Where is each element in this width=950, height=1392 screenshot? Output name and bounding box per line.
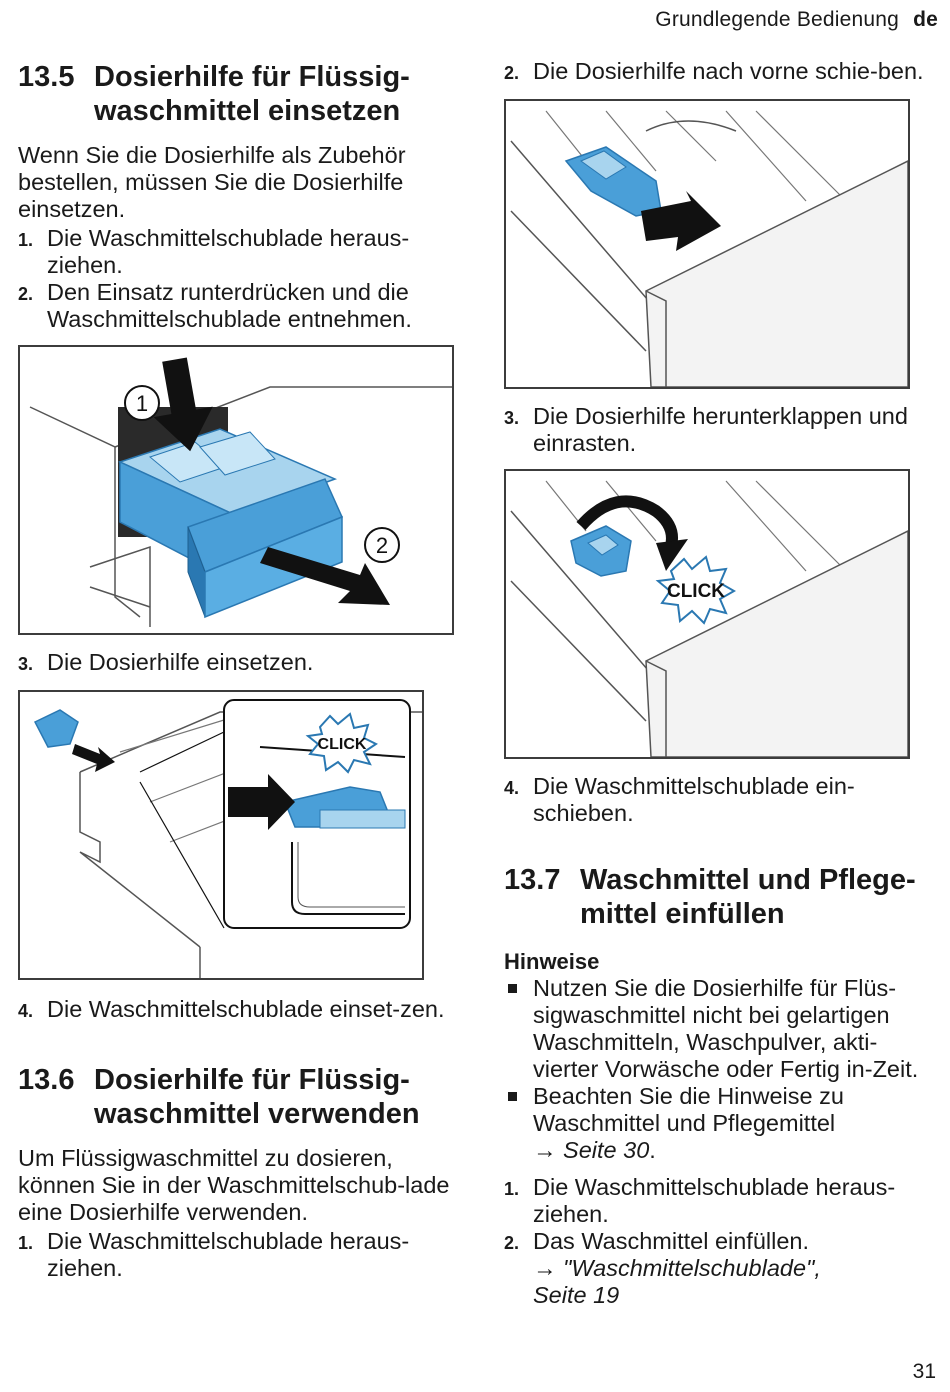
section-title: Waschmittel und Pflege-mittel einfüllen xyxy=(580,864,916,930)
step-text: Die Dosierhilfe herunterklappen und einr… xyxy=(533,403,908,456)
list-item: Nutzen Sie die Dosierhilfe für Flüs-sigw… xyxy=(504,975,940,1083)
figure-callout-1: 1 xyxy=(136,391,148,416)
list-item: 3. Die Dosierhilfe einsetzen. xyxy=(18,649,454,678)
section-number: 13.6 xyxy=(18,1064,75,1096)
figure-callout-2: 2 xyxy=(376,533,388,558)
step-text: Die Dosierhilfe einsetzen. xyxy=(47,649,314,675)
bullet-text: Beachten Sie die Hinweise zu Waschmittel… xyxy=(533,1083,844,1136)
click-label: CLICK xyxy=(318,736,367,753)
section-number: 13.5 xyxy=(18,61,75,93)
bullet-text-end: . xyxy=(649,1137,656,1163)
header-language: de xyxy=(913,8,938,31)
bullet-marker xyxy=(504,1083,533,1164)
step-number: 3. xyxy=(504,408,520,428)
dosing-aid-forward-illustration xyxy=(510,110,908,387)
step-number: 4. xyxy=(18,1001,34,1021)
list-item: 4. Die Waschmittelschublade ein-schieben… xyxy=(504,773,940,827)
list-item: 2. Die Dosierhilfe nach vorne schie-ben. xyxy=(504,58,940,87)
header-section-title: Grundlegende Bedienung xyxy=(655,8,900,31)
figure-push-dosing-aid-forward xyxy=(504,99,910,389)
list-item: 3. Die Dosierhilfe herunterklappen und e… xyxy=(504,403,940,457)
page-reference-link[interactable]: → Seite 30 xyxy=(533,1137,650,1163)
section-title: Dosierhilfe für Flüssig-waschmittel eins… xyxy=(94,61,410,127)
drawer-removal-illustration: 1 2 xyxy=(29,357,452,627)
step-number: 1. xyxy=(18,230,34,250)
page-number: 31 xyxy=(912,1360,936,1383)
right-column: 2. Die Dosierhilfe nach vorne schie-ben.… xyxy=(504,56,940,1309)
bullet-marker xyxy=(504,975,533,1083)
page-reference-link[interactable]: Seite 19 xyxy=(533,1282,620,1308)
section-title: Dosierhilfe für Flüssig-waschmittel verw… xyxy=(94,1064,420,1130)
step-text: Die Waschmittelschublade heraus-ziehen. xyxy=(533,1174,896,1227)
dosing-aid-insert-illustration: CLICK xyxy=(33,699,422,978)
step-text: Die Waschmittelschublade heraus-ziehen. xyxy=(47,1228,410,1281)
step-number: 2. xyxy=(18,284,34,304)
step-number: 3. xyxy=(18,654,34,674)
page-header: Grundlegende Bedienung de xyxy=(655,8,938,32)
list-item: 4. Die Waschmittelschublade einset-zen. xyxy=(18,996,454,1025)
section-13-6-intro: Um Flüssigwaschmittel zu dosieren, könne… xyxy=(18,1145,450,1225)
list-item: 2. Den Einsatz runterdrücken und die Was… xyxy=(18,279,454,333)
list-item: 2. Das Waschmittel einfüllen.→ "Waschmit… xyxy=(504,1228,940,1309)
step-text: Die Waschmittelschublade ein-schieben. xyxy=(533,773,855,826)
list-item: 1. Die Waschmittelschublade heraus-ziehe… xyxy=(504,1174,940,1228)
page-reference-link[interactable]: → "Waschmittelschublade", xyxy=(533,1255,821,1281)
step-text: Den Einsatz runterdrücken und die Waschm… xyxy=(47,279,412,332)
notes-heading: Hinweise xyxy=(504,949,600,974)
left-column: 13.5 Dosierhilfe für Flüssig-waschmittel… xyxy=(18,56,454,1282)
step-number: 1. xyxy=(18,1233,34,1253)
dosing-aid-fold-illustration: CLICK xyxy=(510,480,908,757)
figure-remove-drawer: 1 2 xyxy=(18,345,454,635)
click-label: CLICK xyxy=(667,581,725,602)
step-number: 2. xyxy=(504,1233,520,1253)
step-number: 1. xyxy=(504,1179,520,1199)
step-text: Die Waschmittelschublade einset-zen. xyxy=(47,996,445,1022)
list-item: Beachten Sie die Hinweise zu Waschmittel… xyxy=(504,1083,940,1164)
section-13-5-intro: Wenn Sie die Dosierhilfe als Zubehör bes… xyxy=(18,142,406,222)
section-13-5-heading: 13.5 Dosierhilfe für Flüssig-waschmittel… xyxy=(18,60,454,128)
figure-insert-dosing-aid: CLICK xyxy=(18,690,424,980)
section-number: 13.7 xyxy=(504,864,561,896)
list-item: 1. Die Waschmittelschublade heraus-ziehe… xyxy=(18,225,454,279)
section-13-7-heading: 13.7 Waschmittel und Pflege-mittel einfü… xyxy=(504,863,940,931)
bullet-text: Nutzen Sie die Dosierhilfe für Flüs-sigw… xyxy=(533,975,919,1082)
list-item: 1. Die Waschmittelschublade heraus-ziehe… xyxy=(18,1228,454,1282)
figure-fold-down-dosing-aid: CLICK xyxy=(504,469,910,759)
step-number: 4. xyxy=(504,778,520,798)
step-number: 2. xyxy=(504,63,520,83)
step-text: Das Waschmittel einfüllen. xyxy=(533,1228,810,1254)
step-text: Die Waschmittelschublade heraus-ziehen. xyxy=(47,225,410,278)
section-13-6-heading: 13.6 Dosierhilfe für Flüssig-waschmittel… xyxy=(18,1063,454,1131)
step-text: Die Dosierhilfe nach vorne schie-ben. xyxy=(533,58,924,84)
